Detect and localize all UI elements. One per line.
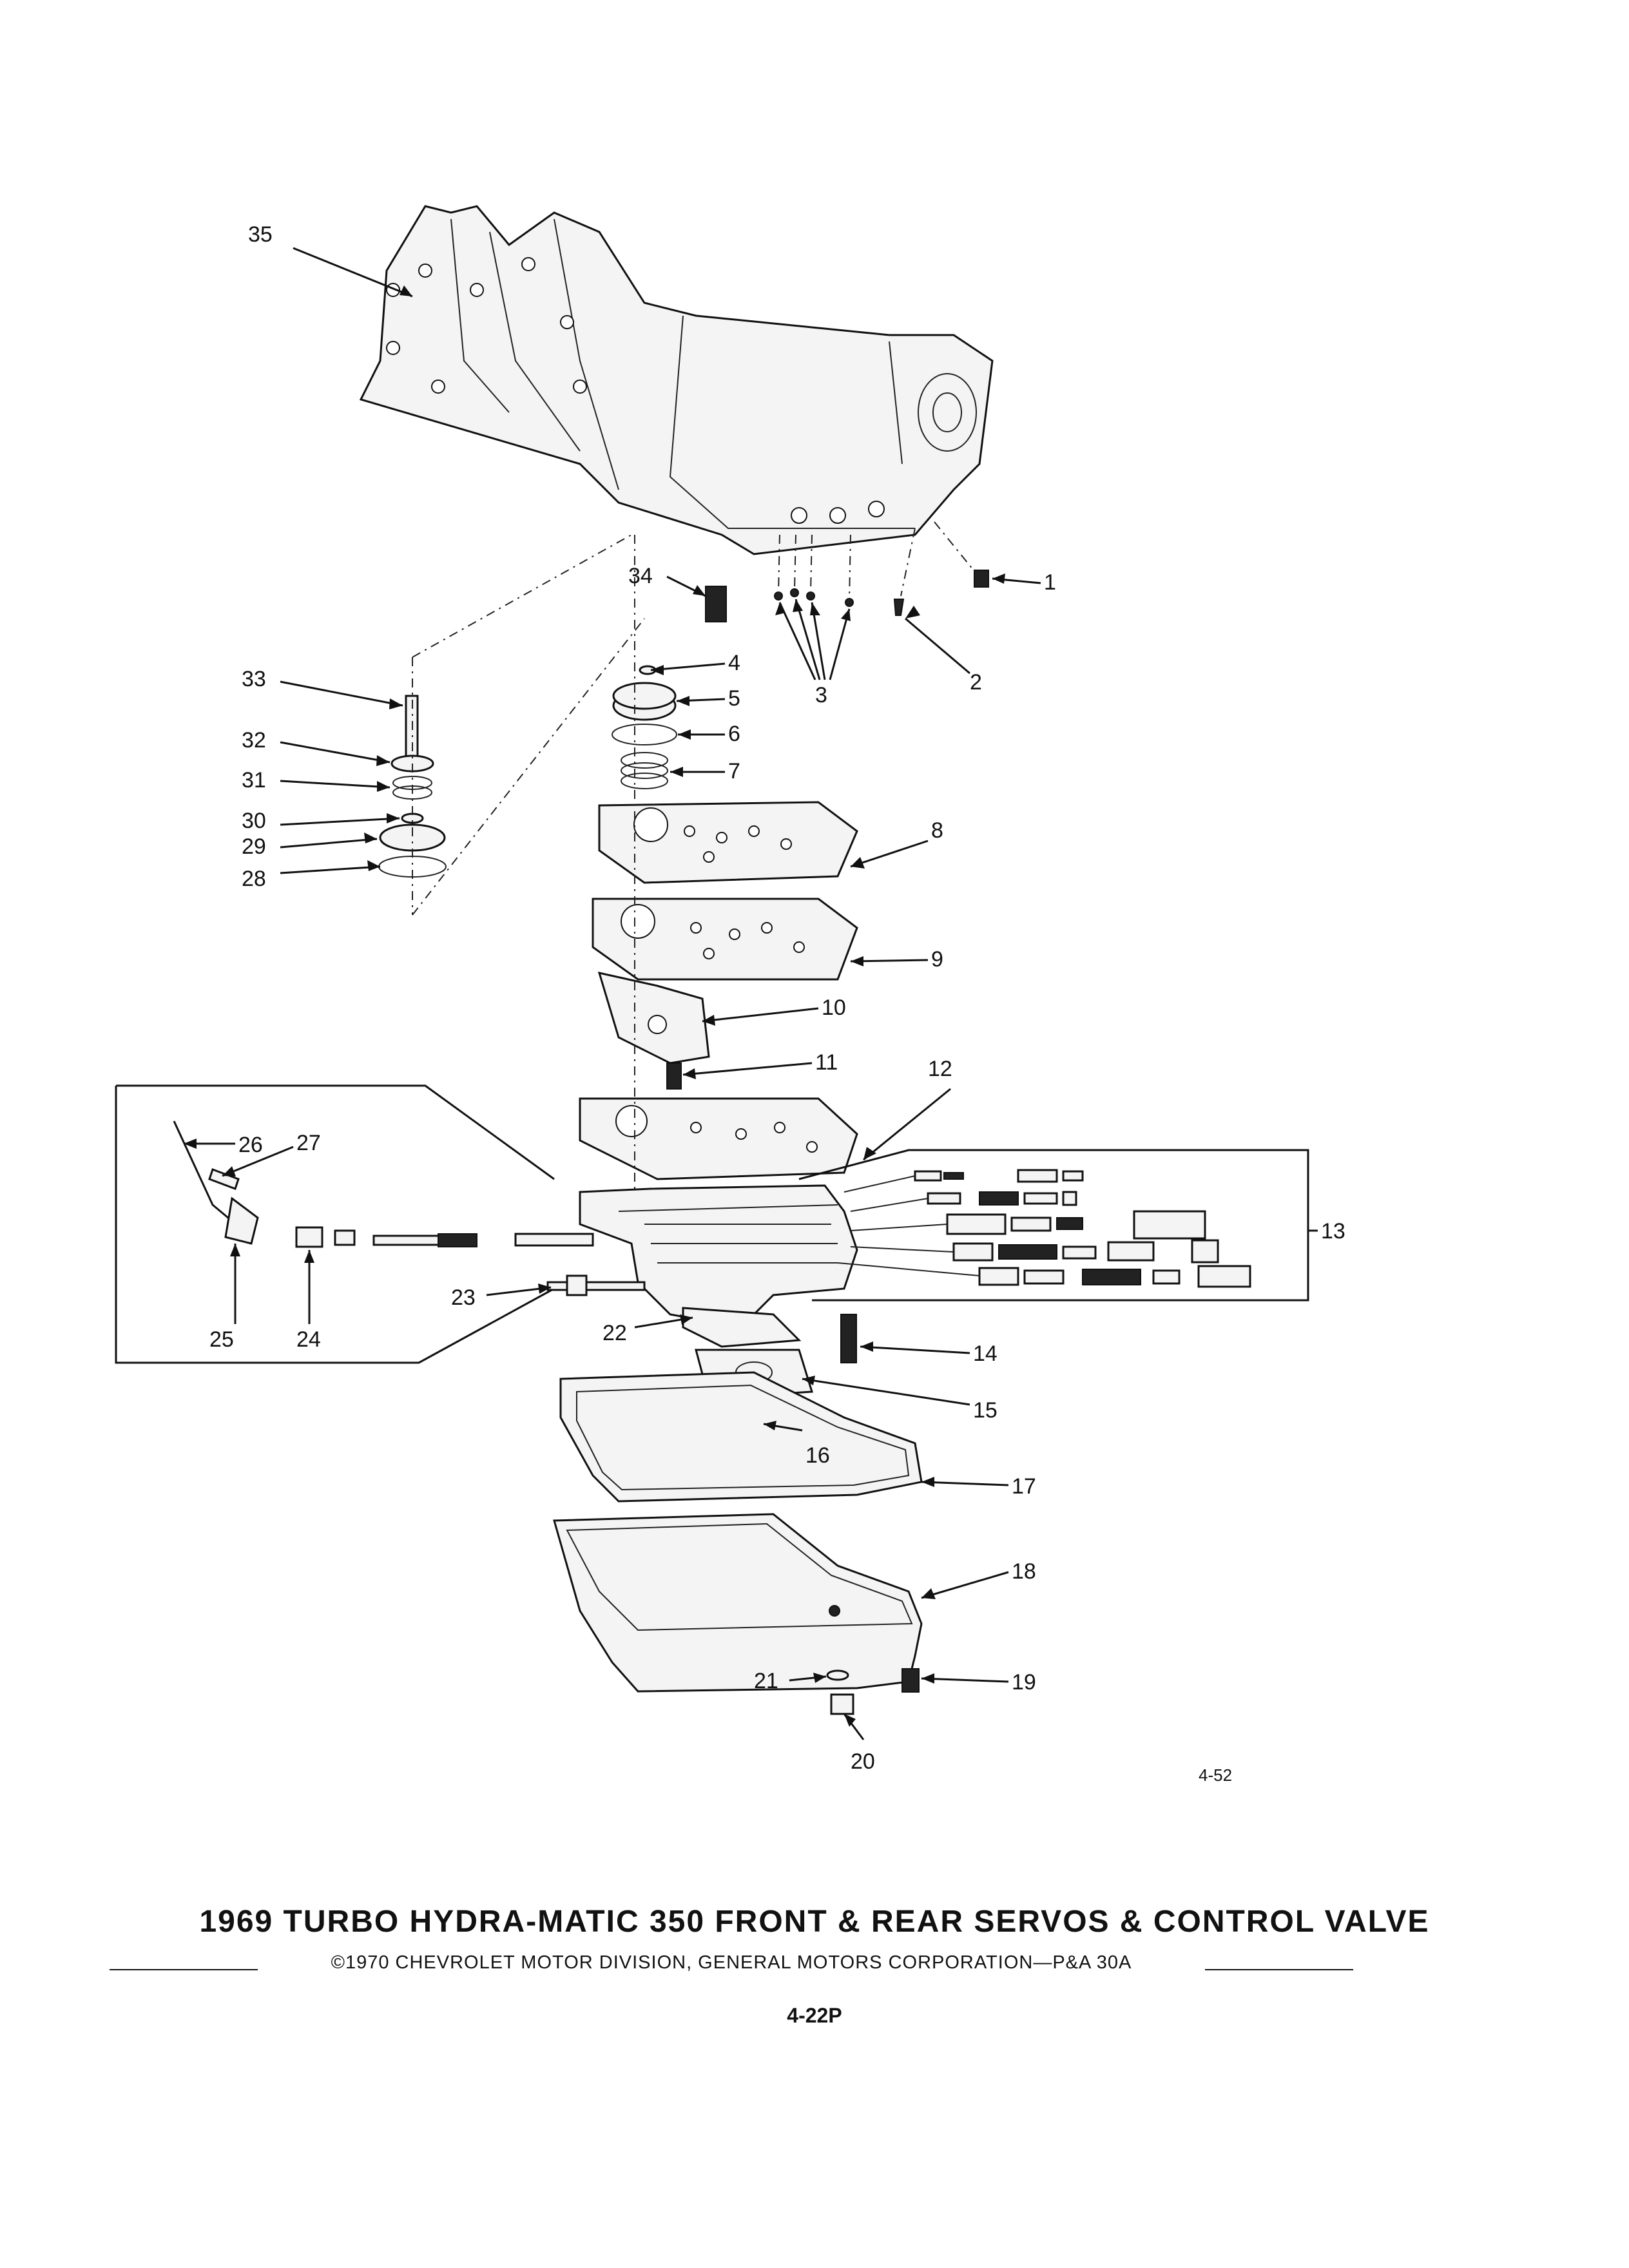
callout-35: 35 — [248, 222, 273, 247]
valve-body — [579, 1184, 858, 1329]
page-title: 1969 TURBO HYDRA-MATIC 350 FRONT & REAR … — [199, 1905, 1430, 1939]
part-20-drain-plug — [830, 1693, 854, 1715]
callout-30: 30 — [242, 809, 266, 833]
page-number: 4-22P — [787, 2004, 842, 2027]
callout-10: 10 — [822, 995, 846, 1020]
callout-4: 4 — [728, 651, 740, 675]
callout-22: 22 — [602, 1321, 627, 1345]
part-12-gasket — [579, 1097, 858, 1180]
part-2-clip — [893, 599, 905, 616]
callout-11: 11 — [815, 1050, 838, 1075]
callout-13: 13 — [1321, 1219, 1345, 1244]
callout-9: 9 — [931, 947, 943, 972]
callout-33: 33 — [242, 667, 266, 691]
callout-28: 28 — [242, 867, 266, 891]
callout-6: 6 — [728, 722, 740, 746]
part-21-washer — [826, 1669, 849, 1681]
callout-21: 21 — [754, 1669, 778, 1693]
callout-23: 23 — [451, 1285, 476, 1310]
detent-linkage — [173, 1120, 356, 1248]
part-3-screws — [774, 588, 854, 607]
callout-16: 16 — [805, 1443, 830, 1468]
part-19-bolt — [901, 1668, 920, 1693]
callout-15: 15 — [973, 1398, 998, 1423]
callout-14: 14 — [973, 1341, 998, 1366]
figure-number: 4-52 — [1199, 1765, 1233, 1785]
callout-26: 26 — [238, 1133, 263, 1157]
callout-17: 17 — [1012, 1474, 1036, 1499]
part-7-spring — [621, 752, 668, 789]
part-6-seal-ring — [612, 724, 677, 745]
callout-1: 1 — [1044, 570, 1056, 595]
part-34-plug — [705, 586, 727, 622]
callout-32: 32 — [242, 728, 266, 753]
callout-29: 29 — [242, 834, 266, 859]
part-18-oil-pan — [553, 1513, 923, 1693]
callout-25: 25 — [209, 1327, 234, 1352]
part-9-spacer-plate — [592, 898, 858, 981]
callout-34: 34 — [628, 564, 653, 588]
inset-box-linkage — [115, 1084, 555, 1364]
callout-12: 12 — [928, 1057, 952, 1081]
callout-2: 2 — [970, 670, 982, 695]
callout-8: 8 — [931, 818, 943, 843]
callout-5: 5 — [728, 686, 740, 711]
copyright-line: ©1970 CHEVROLET MOTOR DIVISION, GENERAL … — [110, 1952, 1353, 1978]
transmission-case — [359, 205, 994, 555]
callout-7: 7 — [728, 759, 740, 783]
callout-18: 18 — [1012, 1559, 1036, 1584]
inset-box-valves — [798, 1149, 1309, 1302]
callout-27: 27 — [296, 1131, 321, 1155]
manual-valve-23 — [372, 1233, 646, 1296]
callout-31: 31 — [242, 768, 266, 793]
control-valves-13 — [914, 1169, 1251, 1288]
part-14-bolt — [840, 1314, 857, 1363]
callout-numbers: 1 2 3 4 5 6 7 8 9 10 11 12 13 14 15 16 1… — [209, 222, 1345, 1774]
part-11-bolt — [666, 1062, 682, 1090]
callout-20: 20 — [851, 1749, 875, 1774]
part-24-detent — [295, 1226, 323, 1248]
callout-24: 24 — [296, 1327, 321, 1352]
part-1-bolt — [974, 570, 989, 588]
part-22-gasket — [682, 1307, 802, 1348]
callout-19: 19 — [1012, 1670, 1036, 1695]
part-25-lever — [224, 1196, 259, 1245]
arrow-heads — [184, 285, 1005, 1727]
callout-3: 3 — [815, 683, 827, 707]
part-17-pan-gasket — [559, 1371, 923, 1503]
copyright-text: ©1970 CHEVROLET MOTOR DIVISION, GENERAL … — [327, 1952, 1136, 1973]
